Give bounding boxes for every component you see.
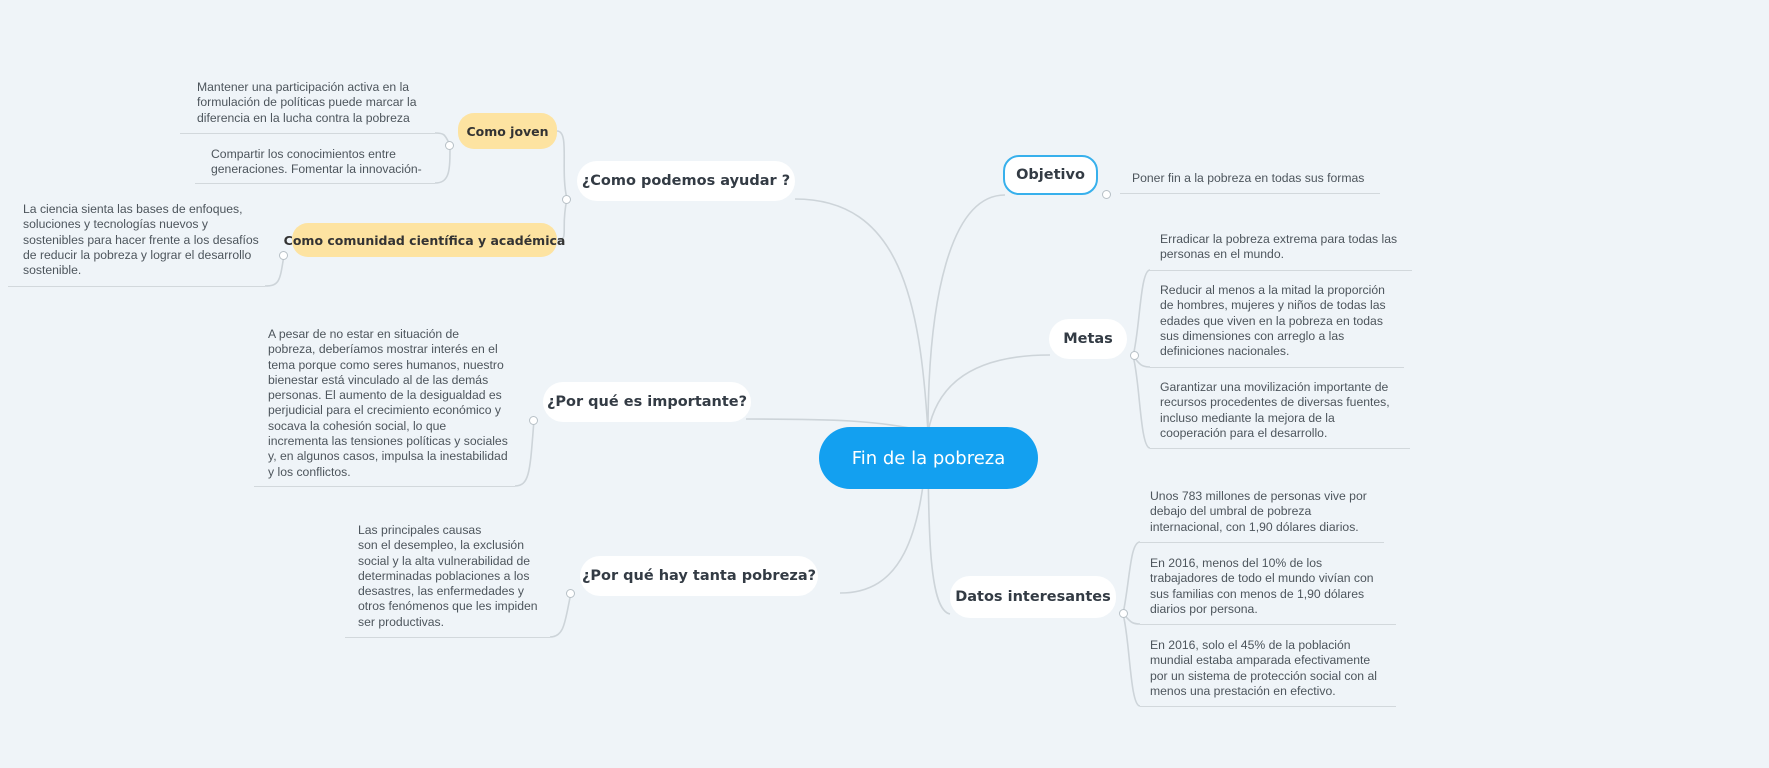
metas-note-2: Reducir al menos a la mitad la proporció… bbox=[1160, 283, 1386, 359]
datos-note-1: Unos 783 millones de personas vive por d… bbox=[1150, 489, 1367, 534]
comunidad-note-1-underline bbox=[8, 286, 265, 287]
subtopic-como-joven-label: Como joven bbox=[466, 123, 549, 139]
branch-objetivo[interactable]: Objetivo bbox=[1003, 155, 1098, 195]
subtopic-comunidad-cientifica[interactable]: Como comunidad científica y académica bbox=[284, 223, 565, 257]
datos-note-3-underline bbox=[1140, 706, 1396, 707]
como-joven-note-2-underline bbox=[195, 183, 435, 184]
branch-importante-label: ¿Por qué es importante? bbox=[546, 394, 748, 410]
datos-note-3: En 2016, solo el 45% de la población mun… bbox=[1150, 638, 1377, 698]
metas-note-3: Garantizar una movilización importante d… bbox=[1160, 380, 1390, 440]
branch-metas-collapse-handle[interactable] bbox=[1130, 351, 1139, 360]
como-joven-note-1: Mantener una participación activa en la … bbox=[197, 80, 417, 125]
branch-metas[interactable]: Metas bbox=[1049, 319, 1127, 359]
importante-note-1-underline bbox=[254, 486, 515, 487]
central-topic-label: Fin de la pobreza bbox=[851, 447, 1006, 469]
branch-tanta-label: ¿Por qué hay tanta pobreza? bbox=[581, 568, 817, 584]
branch-objetivo-collapse-handle[interactable] bbox=[1102, 190, 1111, 199]
branch-como-podemos-ayudar[interactable]: ¿Como podemos ayudar ? bbox=[577, 161, 795, 201]
subtopic-como-joven-collapse-handle[interactable] bbox=[445, 141, 454, 150]
datos-note-2: En 2016, menos del 10% de los trabajador… bbox=[1150, 556, 1374, 616]
subtopic-como-joven[interactable]: Como joven bbox=[458, 113, 557, 149]
branch-ayudar-collapse-handle[interactable] bbox=[562, 195, 571, 204]
subtopic-comunidad-label: Como comunidad científica y académica bbox=[283, 232, 566, 248]
branch-ayudar-label: ¿Como podemos ayudar ? bbox=[581, 173, 791, 189]
branch-por-que-hay-tanta-pobreza[interactable]: ¿Por qué hay tanta pobreza? bbox=[580, 556, 818, 596]
datos-note-2-underline bbox=[1140, 624, 1396, 625]
metas-note-3-underline bbox=[1150, 448, 1410, 449]
como-joven-note-1-underline bbox=[180, 133, 435, 134]
branch-por-que-es-importante[interactable]: ¿Por qué es importante? bbox=[543, 382, 751, 422]
tanta-note-1-underline bbox=[345, 637, 550, 638]
branch-datos-collapse-handle[interactable] bbox=[1119, 609, 1128, 618]
metas-note-1-underline bbox=[1150, 270, 1412, 271]
datos-note-1-underline bbox=[1140, 542, 1384, 543]
objetivo-note: Poner fin a la pobreza en todas sus form… bbox=[1132, 171, 1365, 185]
importante-note-1: A pesar de no estar en situación de pobr… bbox=[268, 327, 508, 479]
branch-metas-label: Metas bbox=[1063, 331, 1113, 347]
metas-note-1: Erradicar la pobreza extrema para todas … bbox=[1160, 232, 1398, 262]
metas-note-2-underline bbox=[1150, 367, 1404, 368]
branch-datos-label: Datos interesantes bbox=[955, 589, 1111, 605]
branch-objetivo-label: Objetivo bbox=[1016, 167, 1085, 183]
central-topic[interactable]: Fin de la pobreza bbox=[819, 427, 1038, 489]
como-joven-note-2: Compartir los conocimientos entre genera… bbox=[211, 147, 422, 177]
objetivo-note-underline bbox=[1120, 193, 1380, 194]
comunidad-note-1: La ciencia sienta las bases de enfoques,… bbox=[23, 202, 259, 278]
subtopic-comunidad-collapse-handle[interactable] bbox=[279, 251, 288, 260]
branch-importante-collapse-handle[interactable] bbox=[529, 416, 538, 425]
branch-tanta-collapse-handle[interactable] bbox=[566, 589, 575, 598]
branch-datos-interesantes[interactable]: Datos interesantes bbox=[950, 576, 1116, 618]
tanta-note-1: Las principales causas son el desempleo,… bbox=[358, 523, 538, 629]
